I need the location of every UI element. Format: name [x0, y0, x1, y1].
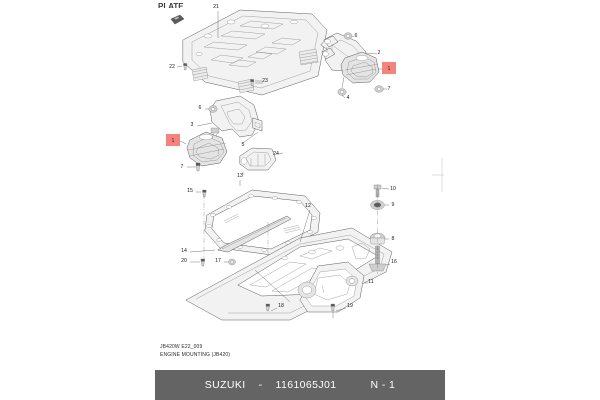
footer-bar: SUZUKI - 1161065J01 N - 1	[155, 370, 445, 400]
callout-number: 12	[305, 203, 311, 209]
bracket-24	[239, 147, 284, 175]
diagram-caption: JB420W E22_009 ENGINE MOUNTING (JB420)	[160, 344, 230, 358]
svg-text:PLATE: PLATE	[158, 2, 184, 11]
bolt-4	[337, 88, 347, 96]
callout-number: 3	[191, 122, 194, 128]
footer-page-label: N - 1	[370, 379, 396, 391]
part-highlight-label: 1	[388, 66, 391, 72]
callout-number: 24	[273, 151, 279, 157]
bolt-23	[250, 79, 255, 87]
lh-engine-mount-assembly	[179, 95, 263, 172]
nut-6-lower	[208, 105, 218, 113]
header-partial-label: PLATE	[158, 2, 184, 11]
callout-number: 9	[392, 202, 395, 208]
bolt-18	[265, 303, 270, 312]
callout-number: 17	[215, 258, 221, 264]
callout-number: 21	[213, 4, 219, 10]
rh-engine-mount-assembly	[320, 32, 387, 99]
callout-number: 18	[278, 303, 284, 309]
part-highlight-box[interactable]	[382, 62, 396, 74]
callout-number: 15	[187, 188, 193, 194]
nut-9	[370, 200, 385, 210]
bolt-22	[183, 63, 188, 71]
footer-brand: SUZUKI	[204, 379, 246, 391]
part-highlight-label: 1	[172, 138, 175, 144]
bolt-17	[228, 258, 236, 266]
callout-number: 22	[169, 64, 175, 70]
crossmember-assembly	[185, 184, 393, 321]
bolt-19	[330, 303, 335, 312]
callout-number: 23	[262, 78, 268, 84]
svg-text:ENGINE MOUNTING (JB420): ENGINE MOUNTING (JB420)	[160, 352, 230, 358]
callout-number: 7	[181, 164, 184, 170]
callout-number: 2	[378, 50, 381, 56]
callout-number: 16	[391, 259, 397, 265]
nut-6-upper	[343, 32, 353, 40]
callout-number: 5	[242, 142, 245, 148]
callout-number: 13	[237, 173, 243, 179]
bolt-7-lower	[195, 162, 201, 172]
callout-number: 4	[347, 95, 350, 101]
oil-pan-gasket-assembly	[189, 180, 321, 267]
callout-number: 6	[199, 105, 202, 111]
nut-7-upper	[374, 85, 384, 93]
footer-separator: -	[258, 379, 263, 391]
part-highlight-box[interactable]	[166, 134, 180, 146]
clip-part	[170, 14, 185, 25]
bolt-15	[202, 189, 207, 198]
callout-number-layer: 2122232617463157241315142017121098161119…	[169, 4, 397, 309]
footer-part-number: 1161065J01	[275, 379, 337, 391]
highlight-layer: 11	[166, 62, 396, 146]
callout-number: 14	[181, 248, 187, 254]
callout-number: 10	[390, 186, 396, 192]
callout-number: 6	[355, 33, 358, 39]
callout-number: 7	[388, 86, 391, 92]
callout-number: 11	[368, 279, 373, 285]
undercover-assembly	[170, 9, 328, 96]
bolt-20	[200, 258, 205, 267]
callout-number: 8	[392, 236, 395, 242]
svg-text:JB420W E22_009: JB420W E22_009	[160, 344, 202, 350]
callout-number: 20	[181, 258, 187, 264]
registration-mark	[432, 158, 444, 192]
callout-number: 19	[347, 303, 353, 309]
